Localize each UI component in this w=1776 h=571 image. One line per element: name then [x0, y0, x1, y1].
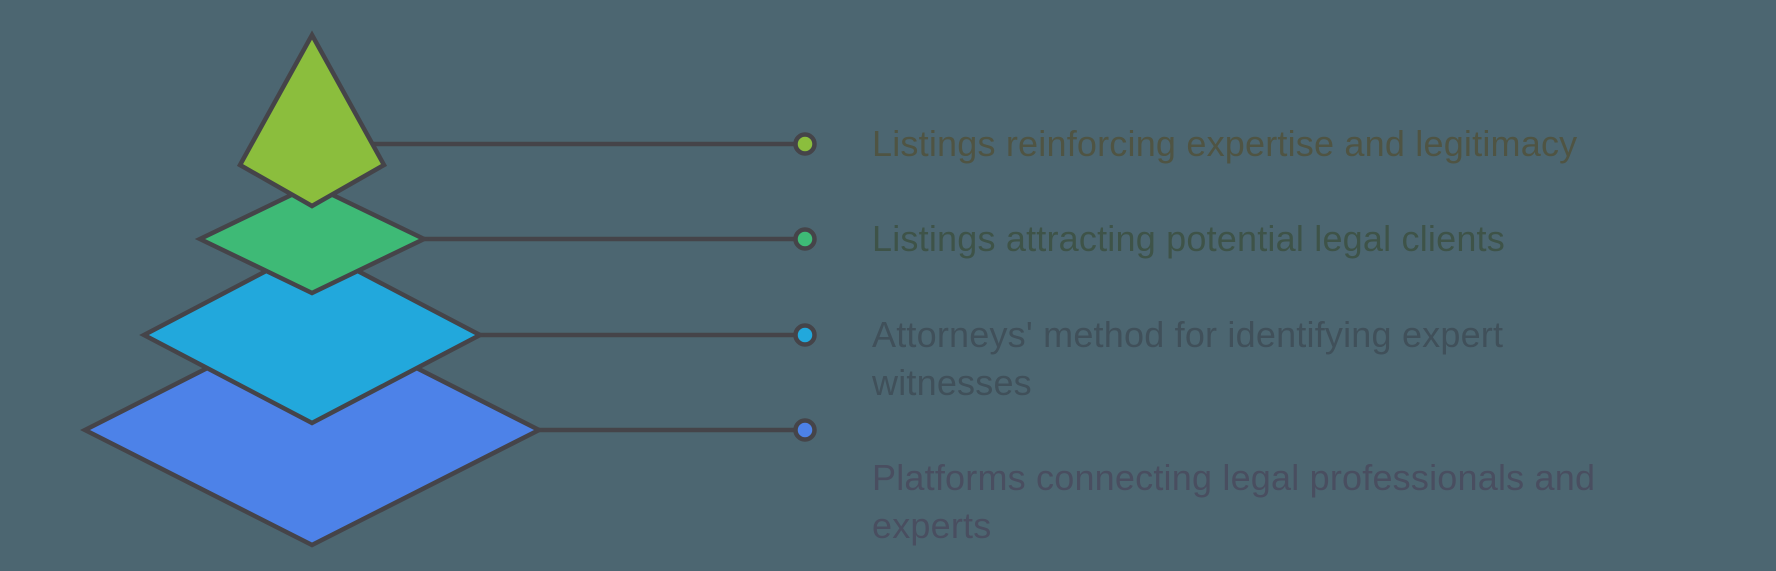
pyramid-level-2	[194, 182, 430, 296]
pyramid-level-1	[236, 30, 388, 209]
label-3-line-1: Attorneys' method for identifying expert	[872, 314, 1504, 355]
connector-dot-4	[793, 418, 817, 442]
label-4-line-2: experts	[872, 505, 992, 546]
connector-dot-1	[793, 132, 817, 156]
pyramid-level-3	[139, 244, 485, 426]
connector-dot-2	[793, 227, 817, 251]
label-3-line-2: witnesses	[872, 362, 1032, 403]
pyramid-level-4	[80, 312, 544, 548]
connector-dot-3	[793, 323, 817, 347]
label-4-line-1: Platforms connecting legal professionals…	[872, 457, 1596, 498]
label-1-line-1: Listings reinforcing expertise and legit…	[872, 123, 1578, 164]
label-2-line-1: Listings attracting potential legal clie…	[872, 218, 1505, 259]
